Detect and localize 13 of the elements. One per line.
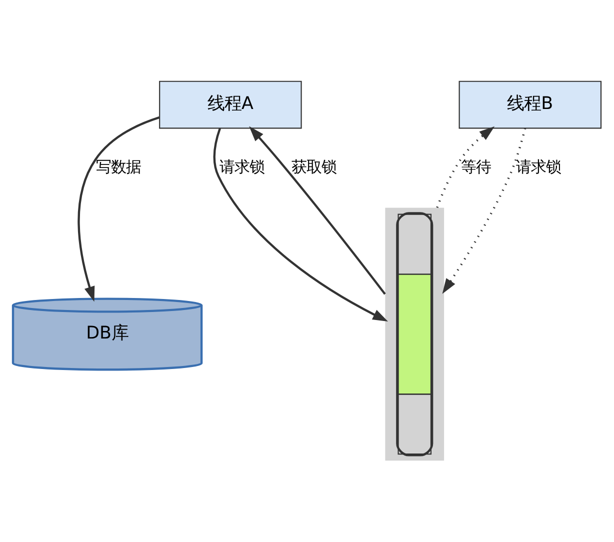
arrow bbox=[436, 126, 495, 208]
edge-label: 等待 bbox=[461, 158, 492, 176]
arrow bbox=[249, 126, 386, 295]
node-bar bbox=[385, 208, 444, 461]
node-box: 线程A bbox=[159, 80, 302, 129]
edge-label: 请求锁 bbox=[219, 158, 264, 176]
arrow bbox=[213, 128, 388, 322]
arrow bbox=[442, 128, 526, 294]
edge-label: 获取锁 bbox=[291, 158, 336, 176]
arrow bbox=[78, 116, 160, 302]
node-box: 线程B bbox=[458, 80, 602, 129]
edge-label: 写数据 bbox=[96, 158, 142, 176]
edge-label: 请求锁 bbox=[516, 158, 561, 176]
